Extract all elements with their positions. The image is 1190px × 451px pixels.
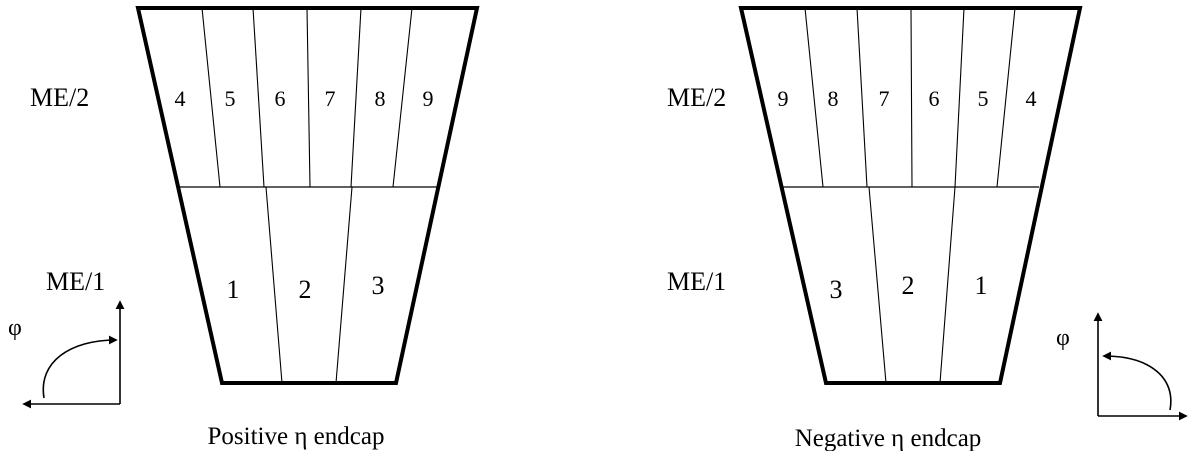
positive-endcap-panel: ME/2 ME/1 4 5 6 7 8 9 1 2 3 φ Positive η… [8, 6, 480, 450]
negative-me2-sector: 5 [978, 86, 989, 111]
negative-me2-sector: 7 [879, 86, 890, 111]
positive-endcap-outline [135, 6, 480, 385]
positive-me2-sector: 4 [175, 86, 186, 111]
negative-me2-sector: 4 [1026, 86, 1037, 111]
negative-endcap-panel: ME/2 ME/1 9 8 7 6 5 4 3 2 1 φ Negative η… [667, 6, 1188, 451]
positive-me2-label: ME/2 [30, 83, 89, 112]
negative-me2-sector: 9 [778, 86, 789, 111]
negative-me2-label: ME/2 [667, 83, 726, 112]
positive-me2-dividers [201, 7, 413, 188]
negative-me2-dividers [804, 7, 1016, 188]
negative-me1-sector: 1 [975, 271, 988, 300]
negative-me1-sector: 2 [902, 271, 915, 300]
positive-me1-sector: 1 [227, 275, 240, 304]
positive-me2-sector: 7 [325, 86, 336, 111]
negative-me2-sector: 6 [929, 86, 940, 111]
negative-phi-symbol: φ [1056, 325, 1070, 351]
positive-me1-dividers [265, 186, 353, 384]
negative-caption: Negative η endcap [795, 425, 982, 451]
positive-caption: Positive η endcap [208, 423, 385, 450]
positive-me2-sector: 9 [423, 86, 434, 111]
positive-me2-sector: 8 [375, 86, 386, 111]
negative-me1-sector: 3 [830, 275, 843, 304]
positive-me2-sector: 6 [275, 86, 286, 111]
positive-phi-symbol: φ [8, 315, 22, 341]
negative-me1-label: ME/1 [667, 267, 726, 296]
positive-phi-axes [22, 300, 125, 409]
positive-me1-sector: 2 [299, 275, 312, 304]
negative-me2-sector: 8 [828, 86, 839, 111]
negative-phi-axes [1093, 312, 1188, 421]
positive-me1-label: ME/1 [46, 267, 105, 296]
positive-me2-sector: 5 [225, 86, 236, 111]
negative-endcap-outline [738, 6, 1083, 385]
positive-me1-sector: 3 [372, 271, 385, 300]
negative-me1-dividers [868, 186, 956, 384]
